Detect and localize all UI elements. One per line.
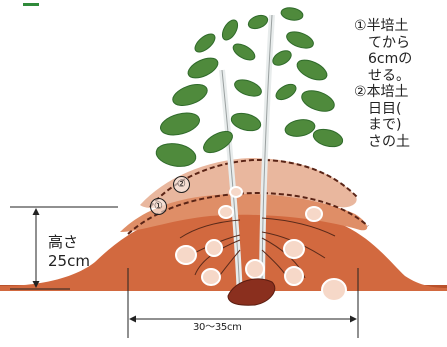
- note-2-line-2: 日目(: [354, 101, 412, 118]
- note-2-line-3: まで): [354, 117, 412, 134]
- hilling-marker-1: ①: [150, 198, 167, 215]
- note-1-line-2: てから: [354, 35, 412, 52]
- note-1-line-3: 6cmの: [354, 51, 412, 68]
- note-2-line-1: ②本培土: [354, 84, 412, 101]
- green-corner-mark: [23, 3, 39, 6]
- leaf-cluster: [154, 6, 344, 169]
- instruction-notes: ①半培土 てから 6cmの せる。 ②本培土 日目( まで) さの土: [354, 18, 412, 150]
- note-1-line-4: せる。: [354, 68, 412, 85]
- width-arrow-left: [129, 316, 136, 323]
- hilling-marker-2: ②: [173, 176, 190, 193]
- note-2-line-4: さの土: [354, 134, 412, 151]
- width-label: 30〜35cm: [193, 323, 242, 333]
- height-arrow-up: [33, 208, 40, 215]
- note-1-line-1: ①半培土: [354, 18, 412, 35]
- height-value: 25cm: [48, 254, 90, 269]
- width-arrow-right: [350, 316, 357, 323]
- height-label: 高さ: [48, 235, 78, 250]
